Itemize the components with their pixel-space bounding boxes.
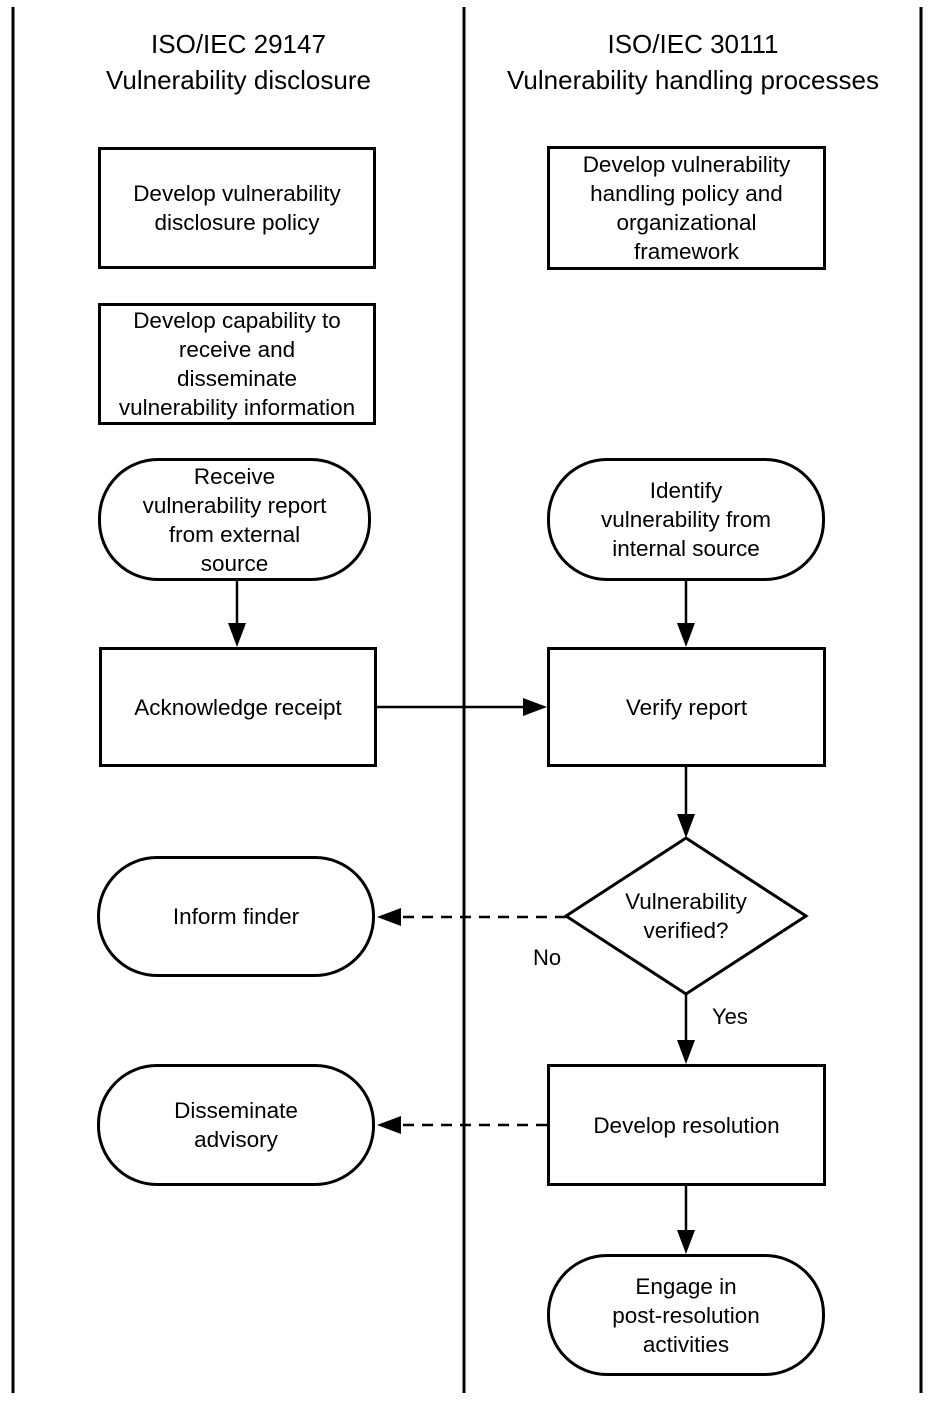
decision-diamond-shape xyxy=(563,836,809,996)
arrow-receive-to-acknowledge xyxy=(228,581,246,647)
arrow-yes-to-develop-resolution xyxy=(677,994,695,1064)
node-identify-vulnerability: Identify vulnerability from internal sou… xyxy=(547,458,825,581)
node-inform-finder: Inform finder xyxy=(97,856,375,977)
arrow-no-to-inform-finder xyxy=(377,908,566,926)
arrow-resolution-to-engage xyxy=(677,1186,695,1254)
node-develop-resolution: Develop resolution xyxy=(547,1064,826,1186)
column-title-left: ISO/IEC 29147 Vulnerability disclosure xyxy=(106,29,371,95)
node-receive-report: Receive vulnerability report from extern… xyxy=(98,458,371,581)
edge-label-yes: Yes xyxy=(712,1004,748,1029)
node-develop-capability: Develop capability to receive and dissem… xyxy=(98,303,376,425)
arrow-verify-to-decision xyxy=(677,767,695,838)
node-engage-post-resolution: Engage in post-resolution activities xyxy=(547,1254,825,1376)
node-disseminate-advisory: Disseminate advisory xyxy=(97,1064,375,1186)
arrow-identify-to-verify xyxy=(677,581,695,647)
arrow-acknowledge-to-verify xyxy=(377,698,547,716)
node-acknowledge-receipt: Acknowledge receipt xyxy=(99,647,377,767)
node-vulnerability-verified-label: Vulnerability verified? xyxy=(625,889,747,943)
column-title-right: ISO/IEC 30111 Vulnerability handling pro… xyxy=(507,29,879,95)
node-develop-disclosure-policy: Develop vulnerability disclosure policy xyxy=(98,147,376,269)
edge-label-no: No xyxy=(533,945,562,970)
arrow-resolution-to-advisory xyxy=(377,1116,547,1134)
node-verify-report: Verify report xyxy=(547,647,826,767)
node-develop-handling-policy: Develop vulnerability handling policy an… xyxy=(547,146,826,270)
